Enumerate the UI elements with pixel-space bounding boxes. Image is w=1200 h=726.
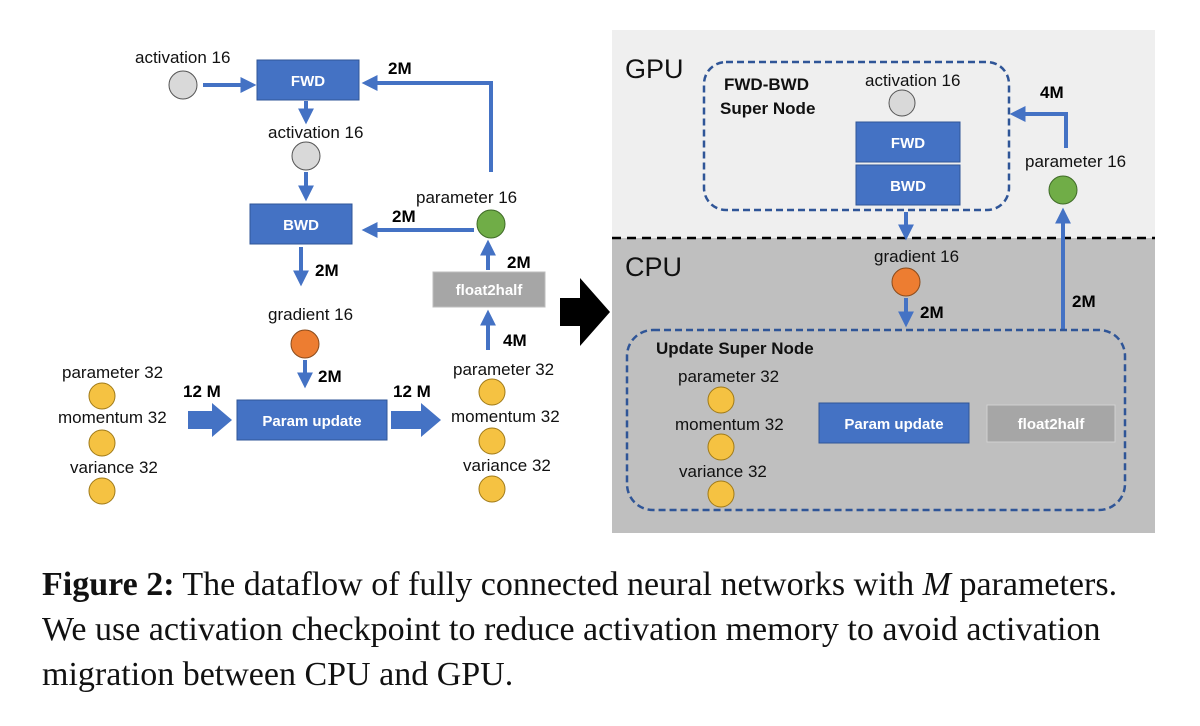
right-parameter16-label: parameter 16 (1025, 152, 1126, 171)
arrow-states-in (188, 403, 232, 437)
right-param-update-label: Param update (844, 416, 943, 433)
edge-param16-to-super-label: 4M (1040, 83, 1064, 102)
super-node-title-1: FWD-BWD (724, 75, 809, 94)
float2half-label: float2half (456, 282, 524, 299)
edge-param16-to-bwd-label: 2M (392, 207, 416, 226)
super-fwd-label: FWD (891, 135, 925, 152)
figure-caption: Figure 2: The dataflow of fully connecte… (42, 562, 1162, 697)
parameter16-node (476, 209, 506, 239)
fwd-box (256, 59, 360, 101)
caption-text-1: The dataflow of fully connected neural n… (174, 566, 923, 603)
in-state-label-2: variance 32 (70, 458, 158, 477)
edge-gradient-to-update-label: 2M (318, 367, 342, 386)
activation-in-node (168, 70, 198, 100)
right-state-label-1: momentum 32 (675, 415, 784, 434)
edge-gradient-to-update-node-label: 2M (920, 303, 944, 322)
activation-mid-label: activation 16 (268, 123, 363, 142)
gradient-label: gradient 16 (268, 305, 353, 324)
right-float2half-box (986, 404, 1116, 443)
gpu-label: GPU (625, 54, 684, 84)
in-state-label-0: parameter 32 (62, 363, 163, 382)
out-state-label-2: variance 32 (463, 456, 551, 475)
right-state-label-2: variance 32 (679, 462, 767, 481)
in-state-node-2 (88, 477, 116, 505)
param-update-box (236, 399, 388, 441)
right-state-label-0: parameter 32 (678, 367, 779, 386)
super-node-title-2: Super Node (720, 99, 815, 118)
float2half-box (432, 271, 546, 308)
update-super-node (625, 328, 1127, 512)
param-update-label: Param update (262, 413, 361, 430)
out-state-node-2 (478, 475, 506, 503)
super-activation-label: activation 16 (865, 71, 960, 90)
arrow-param16-to-super (1009, 106, 1068, 148)
in-state-node-1 (88, 429, 116, 457)
gradient-node (290, 329, 320, 359)
edge-float2half-to-param16-label: 2M (507, 253, 531, 272)
activation-mid-node (291, 141, 321, 171)
right-parameter16-node (1048, 175, 1078, 205)
transition-arrow (560, 278, 610, 346)
parameter16-label: parameter 16 (416, 188, 517, 207)
bwd-box (249, 203, 353, 245)
out-state-node-1 (478, 427, 506, 455)
dataflow-diagram: GPU CPU activation 16 FWD activation 16 … (58, 30, 1155, 533)
edge-states-in-label: 12 M (183, 382, 221, 401)
super-bwd-label: BWD (890, 178, 926, 195)
out-state-node-0 (478, 378, 506, 406)
caption-text-2: parameters. We use activation checkpoint… (42, 566, 1118, 693)
right-gradient-label: gradient 16 (874, 247, 959, 266)
caption-m: M (922, 566, 951, 603)
fwd-label: FWD (291, 73, 325, 90)
right-gradient-node (891, 267, 921, 297)
edge-states-out-label: 12 M (393, 382, 431, 401)
super-bwd-box (855, 164, 961, 206)
out-state-label-1: momentum 32 (451, 407, 560, 426)
super-fwd-box (855, 121, 961, 163)
right-state-node-1 (707, 433, 735, 461)
edge-param32-to-float2half-label: 4M (503, 331, 527, 350)
caption-label: Figure 2: (42, 566, 175, 603)
super-activation-node (888, 89, 916, 117)
edge-update-to-param16-label: 2M (1072, 292, 1096, 311)
in-state-node-0 (88, 382, 116, 410)
cpu-label: CPU (625, 252, 682, 282)
arrow-states-out (391, 403, 441, 437)
arrow-param16-to-fwd (361, 75, 493, 172)
right-state-node-0 (707, 386, 735, 414)
out-state-label-0: parameter 32 (453, 360, 554, 379)
right-float2half-label: float2half (1018, 416, 1086, 433)
in-state-label-1: momentum 32 (58, 408, 167, 427)
bwd-label: BWD (283, 217, 319, 234)
fwd-bwd-super-node (702, 60, 1011, 212)
right-param-update-box (818, 402, 970, 444)
edge-bwd-to-gradient-label: 2M (315, 261, 339, 280)
edge-param16-to-fwd-label: 2M (388, 59, 412, 78)
activation-in-label: activation 16 (135, 48, 230, 67)
update-node-title: Update Super Node (656, 339, 814, 358)
right-state-node-2 (707, 480, 735, 508)
